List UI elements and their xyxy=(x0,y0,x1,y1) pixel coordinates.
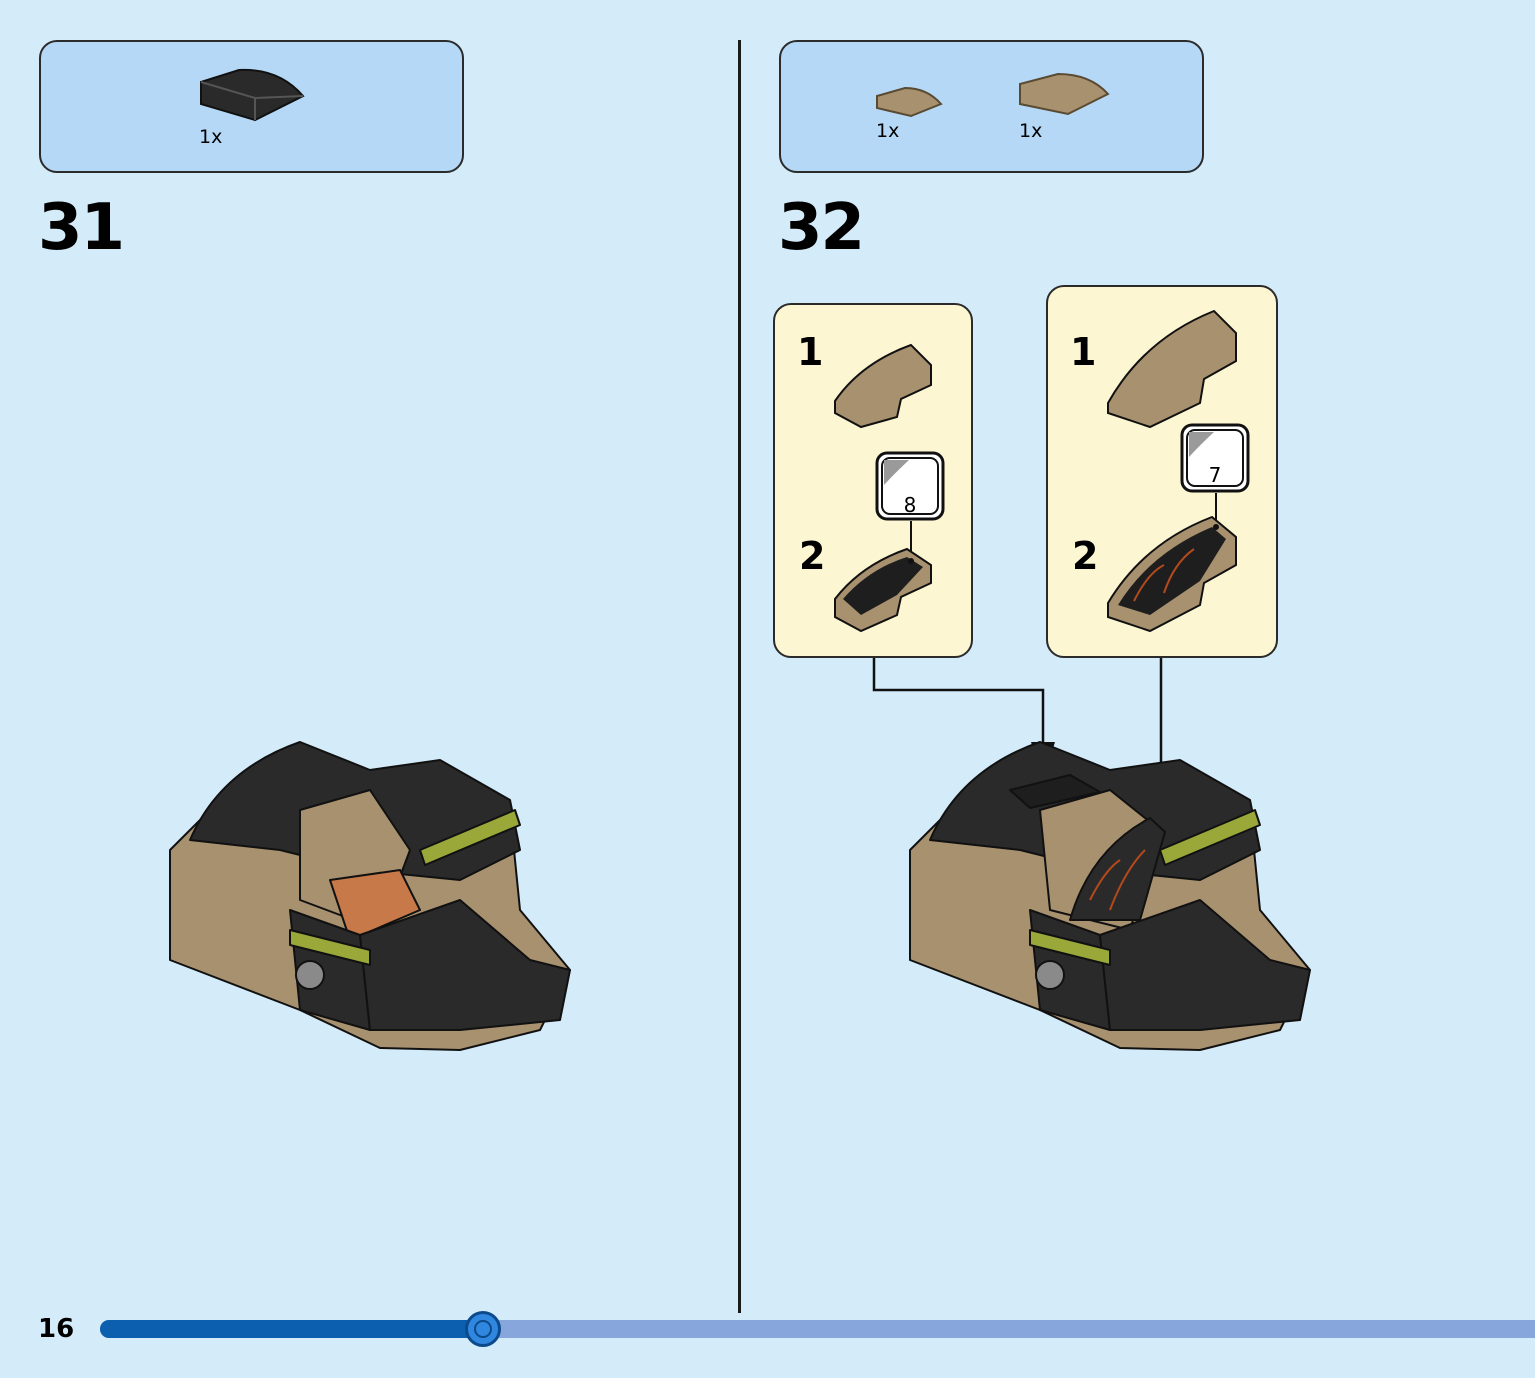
page-divider xyxy=(738,40,741,1313)
part-qty: 1x xyxy=(1019,120,1043,142)
sub-step-number: 2 xyxy=(799,534,826,578)
curved-slope-large-tan-icon xyxy=(1107,309,1237,429)
sub-step-number: 1 xyxy=(797,330,824,374)
model-assembly-step-32 xyxy=(909,741,1311,1051)
sticker-number: 7 xyxy=(1208,463,1222,487)
sticker-number: 8 xyxy=(903,493,917,517)
model-assembly-step-31 xyxy=(169,741,571,1051)
page-number: 16 xyxy=(38,1314,75,1344)
sub-step-number: 1 xyxy=(1070,330,1097,374)
curved-slope-tan-icon xyxy=(834,343,932,429)
step-number-32: 32 xyxy=(778,191,865,265)
part-qty: 1x xyxy=(876,120,900,142)
step-number-31: 31 xyxy=(38,191,125,265)
curved-slope-large-tan-icon xyxy=(1019,72,1110,116)
sticker-sheet-icon xyxy=(875,451,945,521)
progress-knob xyxy=(465,1311,501,1347)
parts-list-step-32: 1x 1x xyxy=(779,40,1204,173)
curved-slope-brick-black-icon xyxy=(200,68,305,122)
progress-bar-fill xyxy=(100,1320,483,1338)
parts-list-step-31: 1x xyxy=(39,40,464,173)
curved-slope-with-sticker-icon xyxy=(834,521,932,633)
sub-step-number: 2 xyxy=(1072,534,1099,578)
sub-assembly-callout-1: 1 2 8 xyxy=(773,303,973,658)
curved-slope-small-tan-icon xyxy=(876,86,943,118)
sub-assembly-callout-2: 1 2 7 xyxy=(1046,285,1278,658)
part-qty: 1x xyxy=(199,126,223,148)
sticker-sheet-icon xyxy=(1180,423,1250,493)
curved-slope-with-sticker-icon xyxy=(1107,493,1237,633)
